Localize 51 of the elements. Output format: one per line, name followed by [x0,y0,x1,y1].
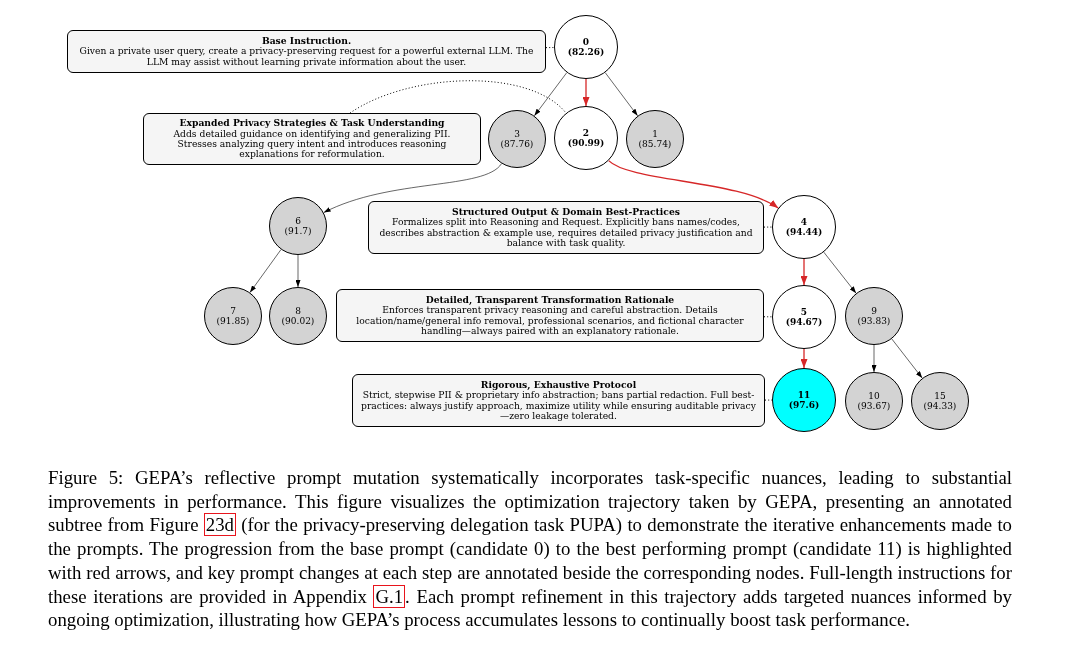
score-label: (82.26) [567,47,605,58]
score-label: (94.33) [923,401,957,412]
score-label: (90.02) [281,316,315,327]
annotation-box [143,113,481,165]
candidate-number: 11 [797,389,811,400]
score-label: (94.44) [785,227,823,238]
arrow [582,78,590,107]
annotation-heading: Detailed, Transparent Transformation Rationale [425,294,675,306]
candidate-number: 1 [652,128,658,139]
score-label: (91.85) [216,316,250,327]
candidate-node [554,106,618,170]
figure-caption: Figure 5: GEPA’s reflective prompt mutation systematically incorporates task-specific nuances, leading to substantial improvements in performance. This figure visualizes the optimization trajectory taken by GEPA, presenting an annotated subtree from Figure 23d (for the privacy-preserving delegation task PUPA) to demonstrate the iterative enhancements made to the prompts. The progression from the base prompt (candidate 0) to the best performing prompt (candidate 11) is highlighted with red arrows, and key prompt changes at each step are annotated beside the corresponding nodes. Full-length instructions for these iterations are provided in Appendix G.1. Each prompt refinement in this trajectory adds targeted nuances informed by ongoing optimization, illustrating how GEPA’s process accumulates lessons to continually boost task performance. [48,466,1012,632]
annotation-box [336,289,764,342]
candidate-number: 6 [295,215,301,226]
arrow [800,258,808,286]
candidate-number: 2 [582,127,590,138]
arrow [800,348,808,369]
annotation-box [368,201,764,254]
score-label: (94.67) [785,317,823,328]
score-label: (85.74) [638,139,672,150]
candidate-number: 4 [800,216,808,227]
candidate-number: 8 [295,305,301,316]
candidate-number: 15 [934,390,946,401]
candidate-number: 0 [582,36,590,47]
arrow [608,160,779,209]
score-label: (97.6) [788,400,820,411]
score-label: (91.7) [284,226,312,237]
annotation-box [352,374,765,427]
score-label: (93.67) [857,401,891,412]
candidate-number: 9 [871,305,877,316]
annotation-text: Adds detailed guidance on identifying and generalizing PII. Stresses analyzing query intent and introduces reasoning explanations for reformulation. [172,128,452,160]
candidate-number: 3 [514,128,520,139]
cross-reference-link: G.1 [373,584,406,608]
annotation-heading: Rigorous, Exhaustive Protocol [480,379,637,391]
score-label: (93.83) [857,316,891,327]
candidate-number: 7 [230,305,236,316]
cross-reference-link: 23d [203,513,236,537]
annotation-box [67,30,546,73]
dotted-connector [349,80,567,114]
score-label: (90.99) [567,138,605,149]
annotation-text: Given a private user query, create a privacy-preserving request for a powerful external LLM. The LLM may assist without learning private information about the user. [78,46,535,68]
annotation-text: Formalizes split into Reasoning and Request. Explicitly bans names/codes, describes abstraction & example use, requires detailed privacy justification and balance with task quality. [378,217,754,249]
candidate-number: 10 [868,390,880,401]
annotation-heading: Structured Output & Domain Best-Practices [452,206,680,218]
annotation-heading: Base Instruction. [261,35,352,47]
candidate-number: 5 [800,306,808,317]
annotation-heading: Expanded Privacy Strategies & Task Understanding [179,118,445,129]
candidate-node [626,110,684,168]
annotation-text: Strict, stepwise PII & proprietary info abstraction; bans partial redaction. Full best-practices: always justify approach, maximize utility while ensuring auditable privacy—zero leakage tolerated. [361,390,756,422]
annotation-text: Enforces transparent privacy reasoning and careful abstraction. Details location/name/general info removal, professional scenarios, and fictional character handling—always paired with an explanatory rationale. [355,305,745,337]
score-label: (87.76) [500,139,534,150]
